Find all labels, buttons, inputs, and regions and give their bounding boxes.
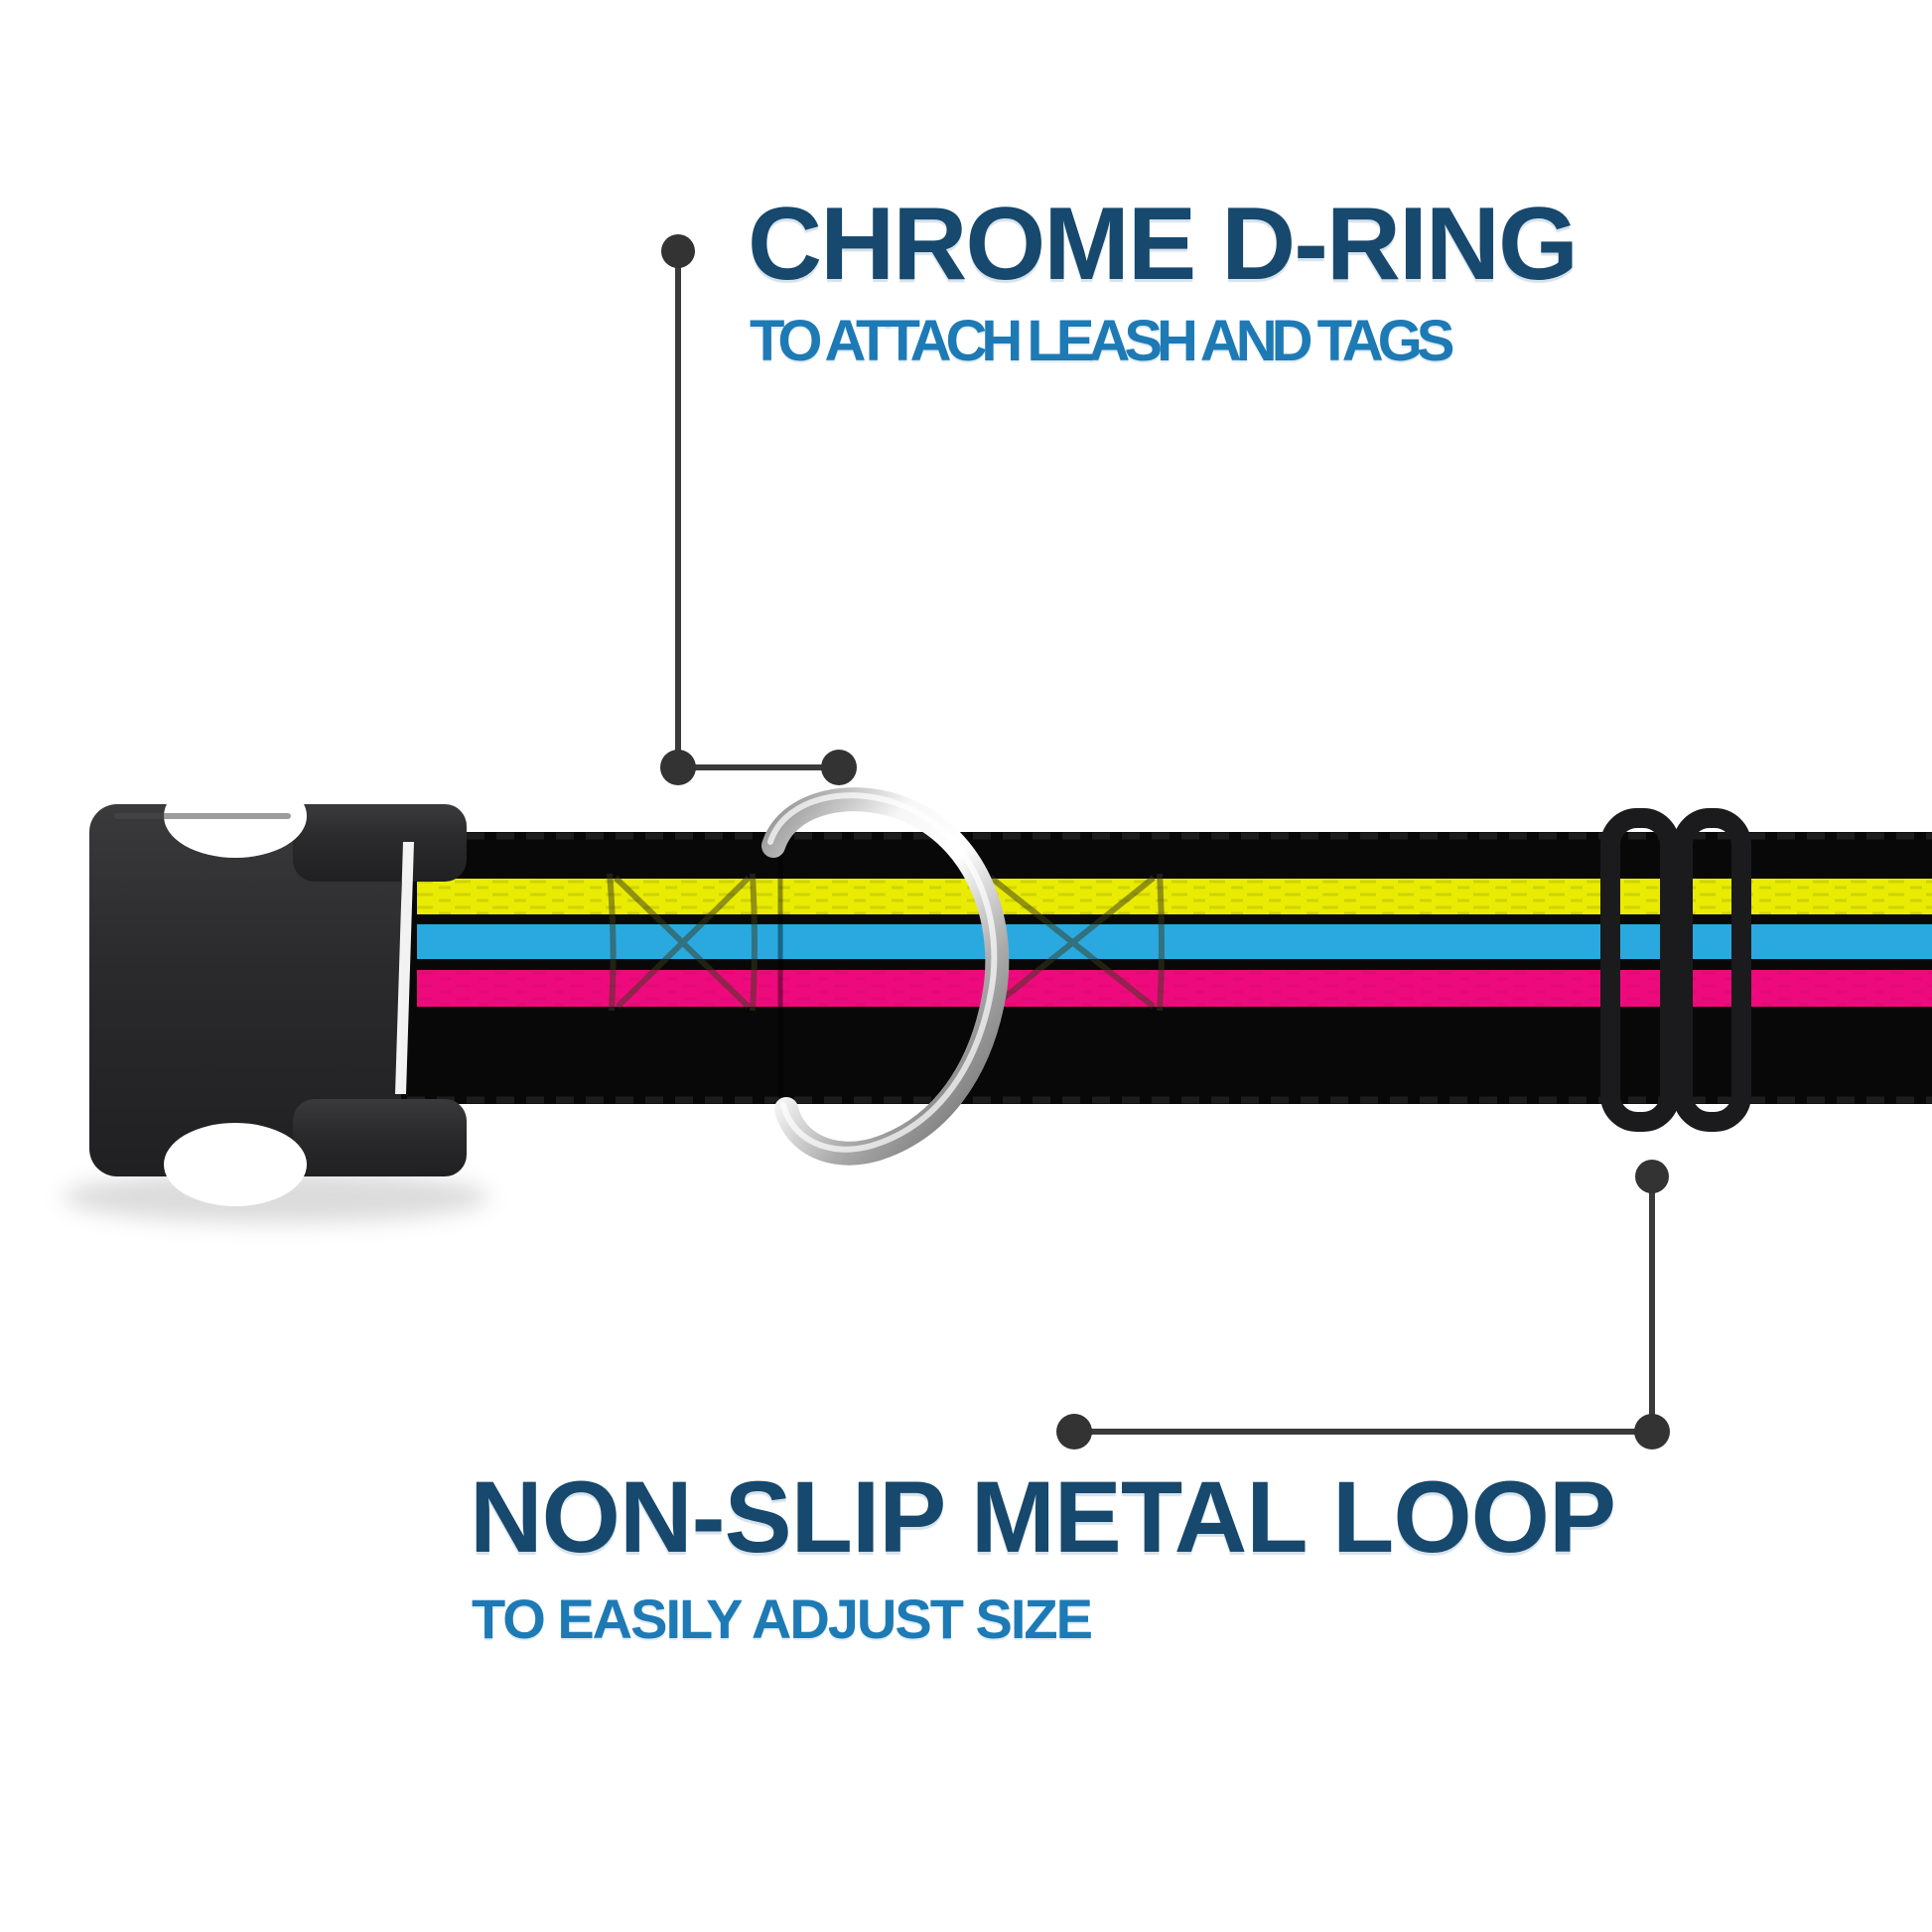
bottom-callout-dot-label	[1056, 1414, 1092, 1449]
stripe-pink	[417, 970, 1932, 1007]
callout-bottom: NON-SLIP METAL LOOP TO EASILY ADJUST SIZ…	[470, 1460, 1616, 1647]
bottom-callout-dot-target	[1635, 1160, 1669, 1193]
chrome-d-ring	[761, 787, 1010, 1166]
buckle-highlight-gap	[395, 842, 414, 1094]
top-callout-dot-label	[661, 234, 695, 268]
top-callout-dot-joint	[660, 750, 696, 785]
callout-top-title: CHROME D-RING	[748, 187, 1579, 302]
top-callout-dot-target	[821, 750, 857, 785]
striped-webbing-strap	[401, 832, 1932, 1104]
callout-bottom-title: NON-SLIP METAL LOOP	[470, 1460, 1616, 1574]
bottom-callout-dot-joint	[1634, 1414, 1670, 1449]
stripe-blue	[417, 924, 1932, 959]
adjuster-slider-loop	[1600, 808, 1751, 1132]
callout-connectors	[660, 234, 1670, 1449]
callout-bottom-subtitle: TO EASILY ADJUST SIZE	[472, 1587, 1093, 1650]
side-release-buckle	[89, 774, 467, 1206]
callout-top: CHROME D-RING TO ATTACH LEASH AND TAGS	[748, 187, 1579, 370]
box-x-stitching	[607, 873, 1165, 1012]
callout-top-subtitle: TO ATTACH LEASH AND TAGS	[750, 309, 1454, 373]
